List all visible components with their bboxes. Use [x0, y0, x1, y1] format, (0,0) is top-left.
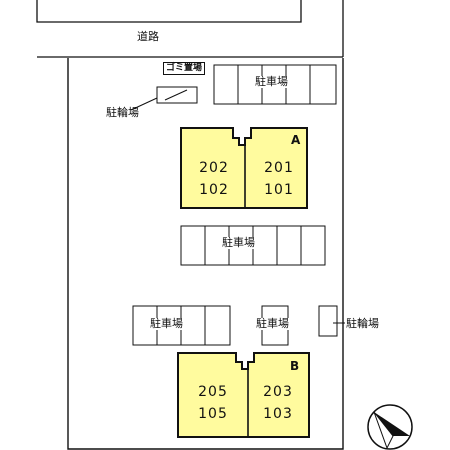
building-a: [180, 127, 308, 209]
building-b: [177, 352, 310, 438]
parking-top-label: 駐車場: [255, 75, 288, 88]
building-a-unit-102: 102: [199, 182, 229, 198]
bike-left-label: 駐輪場: [106, 106, 139, 119]
building-a-unit-201: 201: [264, 160, 294, 176]
bike-left-box: [130, 86, 198, 111]
parking-top-stalls: [213, 64, 337, 105]
building-b-unit-205: 205: [198, 384, 228, 400]
parking-middle-label: 駐車場: [222, 236, 255, 249]
building-b-unit-105: 105: [198, 406, 228, 422]
building-b-unit-203: 203: [263, 384, 293, 400]
site-boundary: [67, 58, 344, 450]
north-arrow-icon: [367, 404, 413, 450]
parking-lower-left-label: 駐車場: [150, 317, 183, 330]
road-label: 道路: [137, 30, 159, 43]
neighbor-building-outline: [36, 0, 302, 23]
building-b-letter: B: [290, 359, 300, 373]
trash-area-label: ゴミ置場: [163, 62, 206, 75]
building-b-unit-103: 103: [263, 406, 293, 422]
parking-lower-left-stalls: [132, 305, 231, 346]
building-a-letter: A: [291, 133, 301, 147]
bike-right-label: 駐輪場: [346, 317, 379, 330]
bike-right-box: [318, 305, 345, 337]
parking-lower-mid-label: 駐車場: [256, 317, 289, 330]
building-a-unit-202: 202: [199, 160, 229, 176]
building-a-unit-101: 101: [264, 182, 294, 198]
